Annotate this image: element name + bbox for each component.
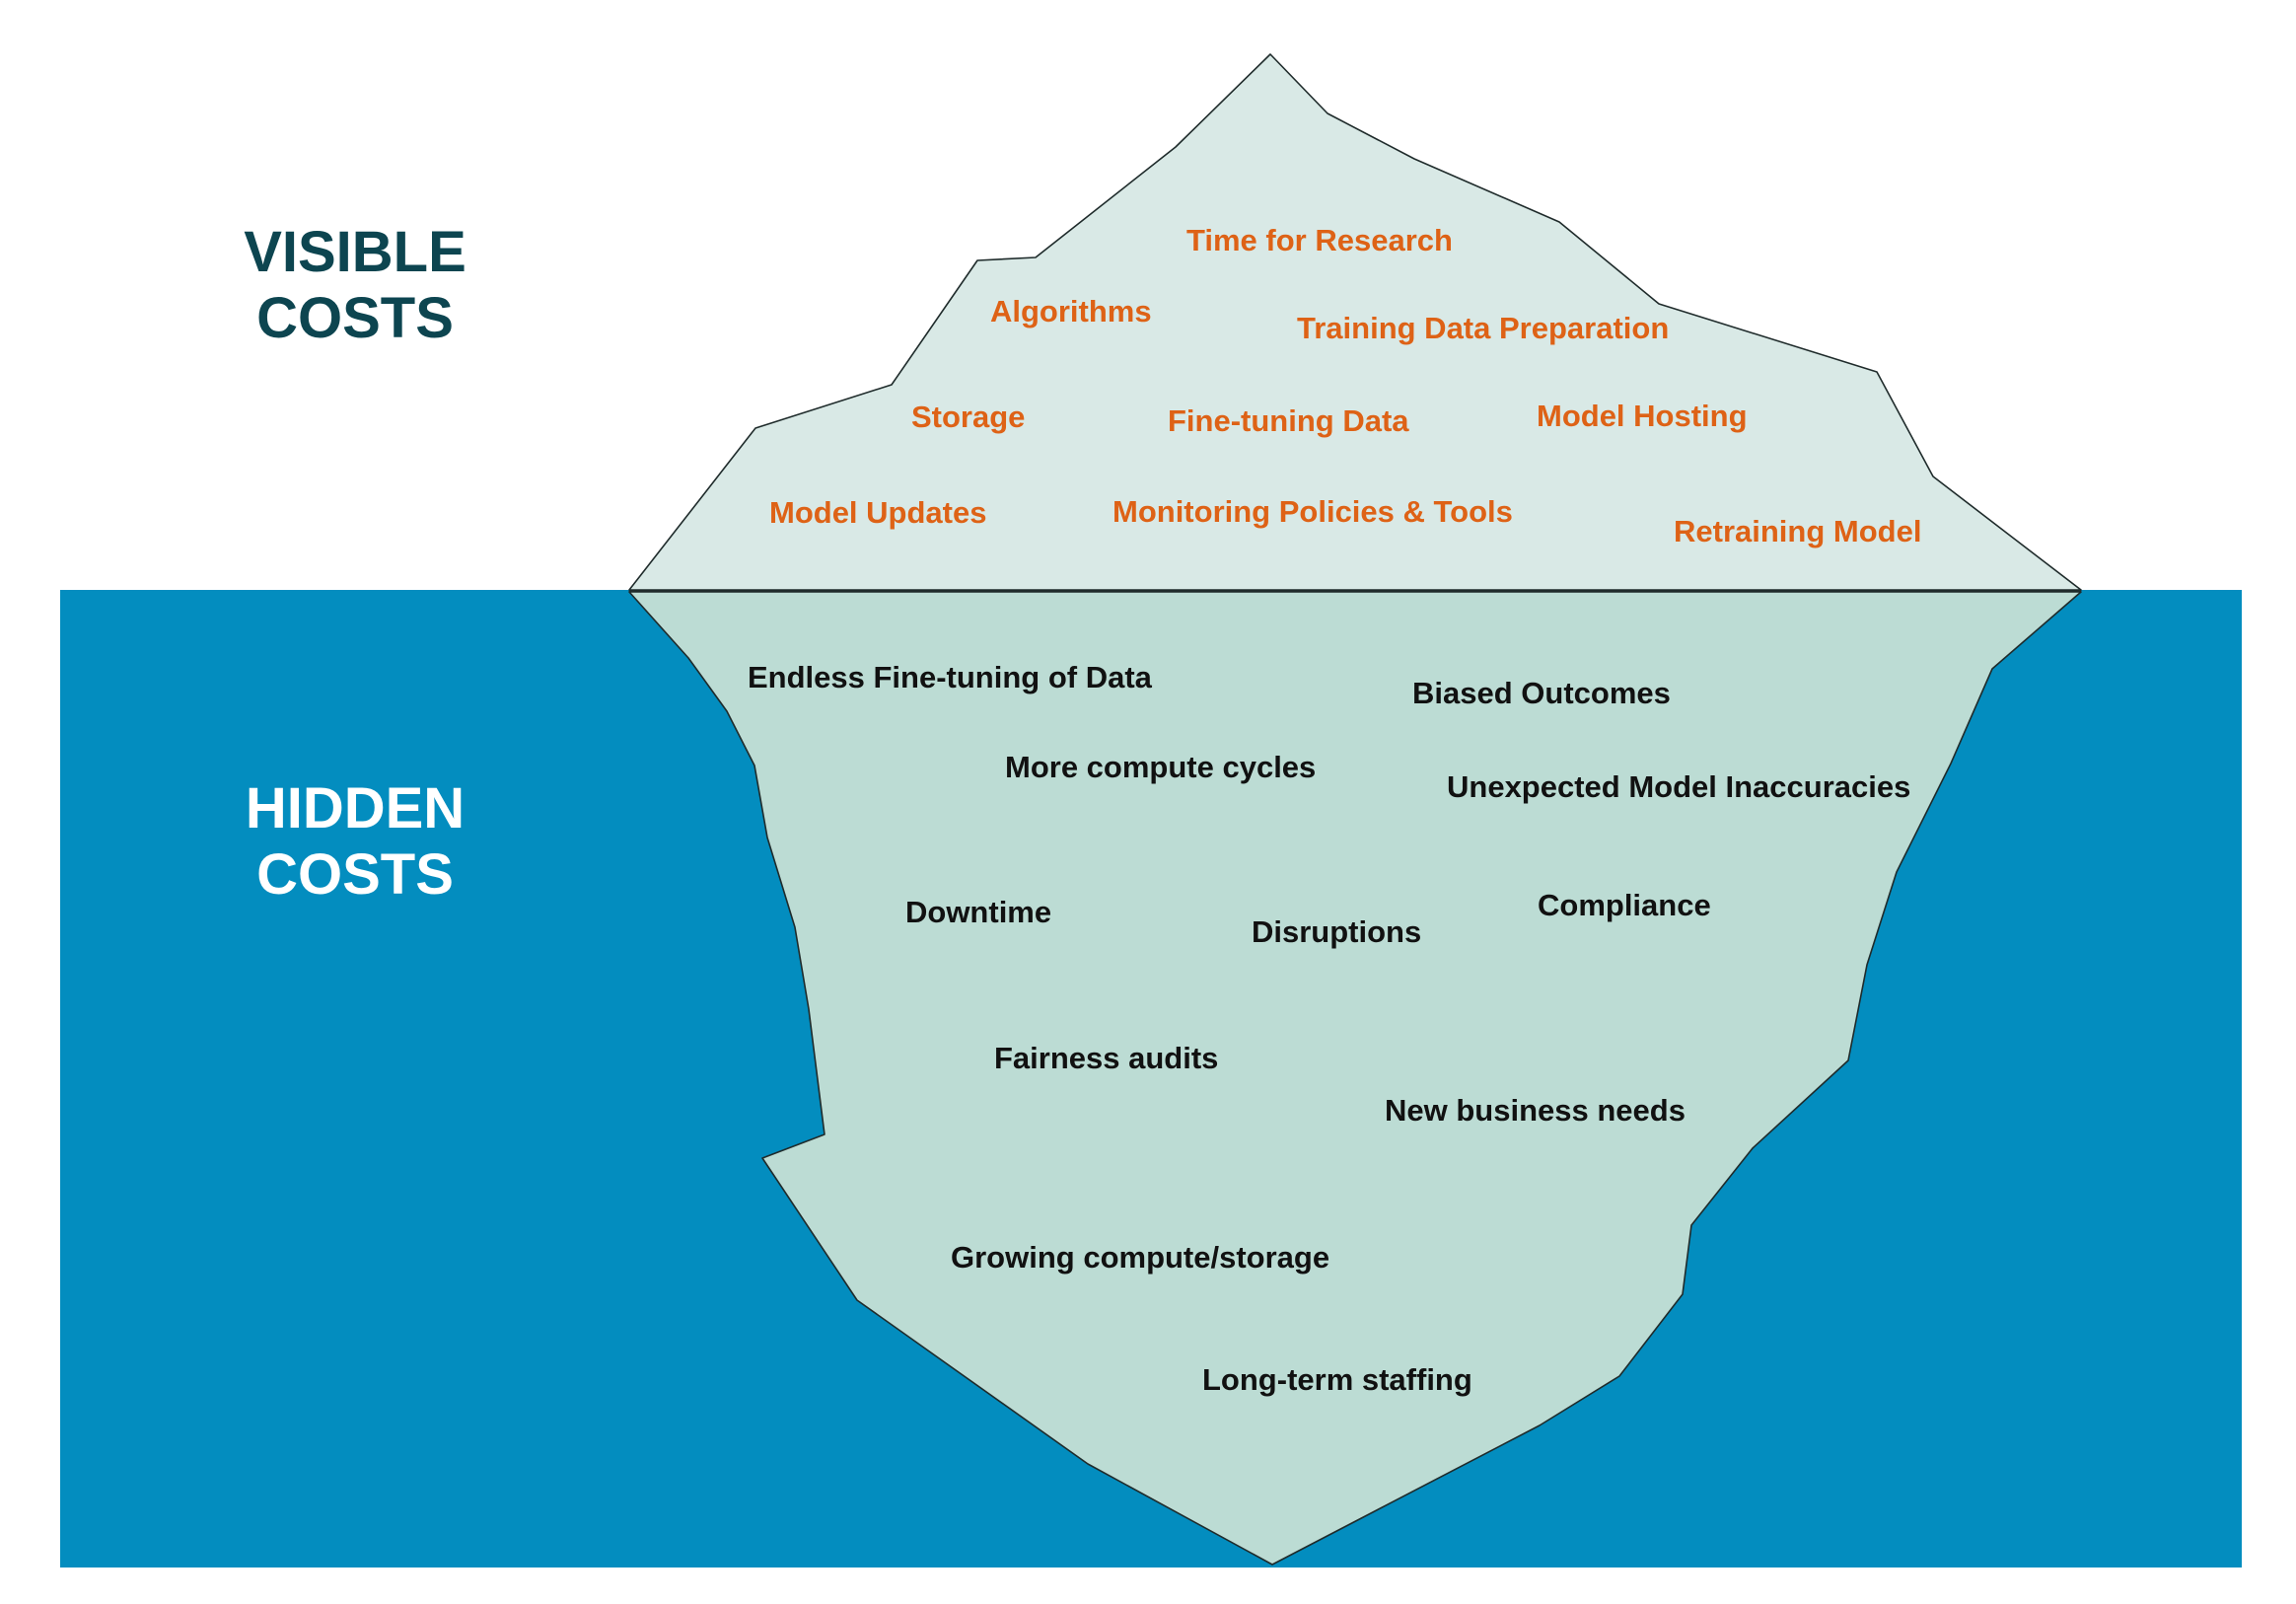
visible-item: Model Hosting [1537, 399, 1748, 433]
hidden-item: Growing compute/storage [951, 1240, 1329, 1275]
hidden-costs-label-line2: COSTS [256, 842, 454, 907]
visible-item: Monitoring Policies & Tools [1112, 494, 1513, 529]
visible-item: Model Updates [769, 495, 986, 530]
visible-item: Time for Research [1186, 223, 1453, 257]
hidden-item: Long-term staffing [1202, 1362, 1472, 1397]
hidden-item: Endless Fine-tuning of Data [748, 660, 1153, 694]
hidden-costs-label-line1: HIDDEN [246, 776, 465, 840]
visible-item: Algorithms [990, 294, 1152, 328]
hidden-item: More compute cycles [1005, 750, 1316, 784]
hidden-item: Downtime [905, 895, 1051, 929]
iceberg-underwater [628, 591, 2082, 1566]
visible-costs-label-line1: VISIBLE [244, 220, 466, 284]
visible-item: Training Data Preparation [1297, 311, 1669, 345]
hidden-item: Fairness audits [994, 1041, 1218, 1075]
visible-item: Retraining Model [1674, 514, 1921, 548]
hidden-item: Disruptions [1252, 914, 1421, 949]
hidden-item: Compliance [1538, 888, 1711, 922]
hidden-item: Unexpected Model Inaccuracies [1447, 769, 1910, 804]
iceberg-tip [628, 53, 2082, 591]
visible-costs-label-line2: COSTS [256, 286, 454, 350]
visible-item: Fine-tuning Data [1168, 403, 1409, 438]
visible-item: Storage [911, 400, 1025, 434]
hidden-item: New business needs [1385, 1093, 1686, 1128]
hidden-item: Biased Outcomes [1412, 676, 1671, 710]
